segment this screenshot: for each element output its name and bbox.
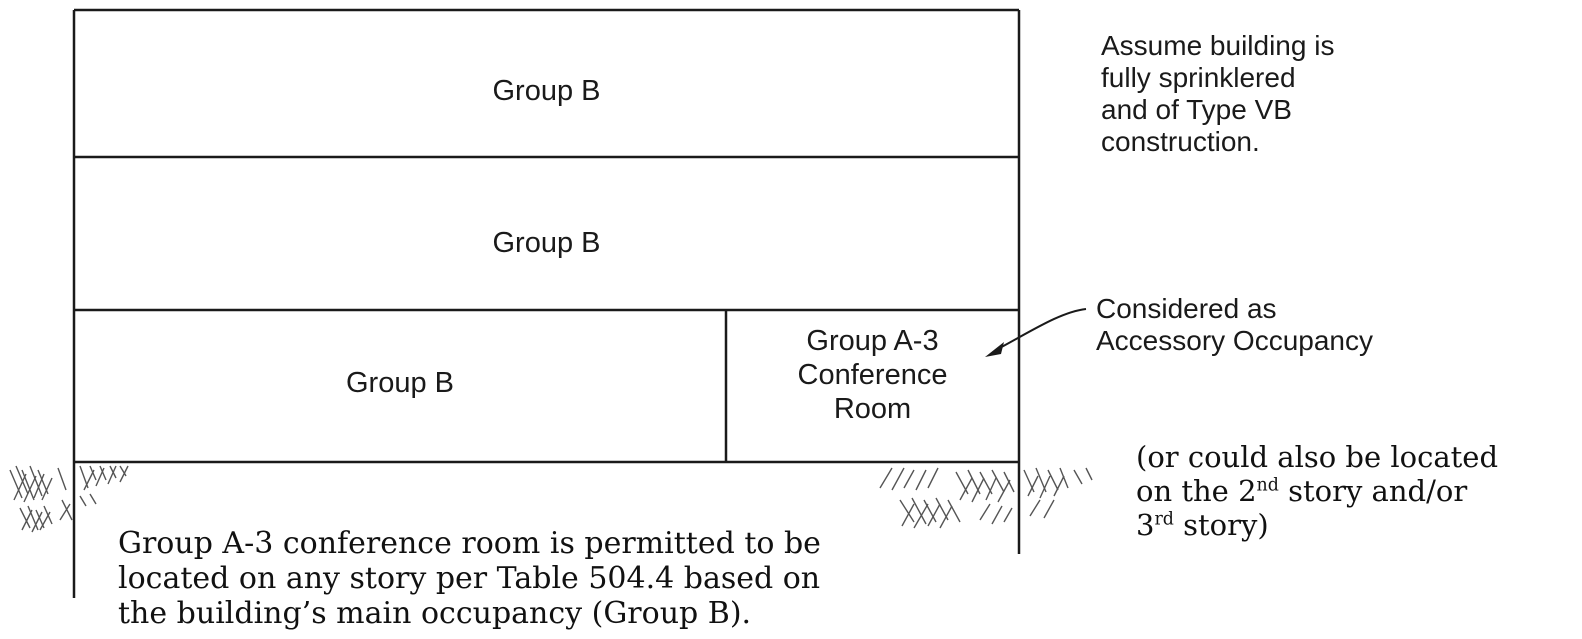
ground-hatch-left	[9, 465, 129, 533]
assumption-line-4: construction.	[1101, 126, 1260, 157]
caption-line-3: the building’s main occupancy (Group B).	[118, 596, 752, 631]
alternate-location-note: (or could also be located on the 2nd sto…	[1136, 440, 1498, 542]
alternate-line-2-a: on the 2	[1136, 474, 1257, 508]
alternate-line-2-b: story and/or	[1278, 474, 1468, 508]
building-outline	[72, 8, 1021, 598]
alternate-line-3-a: 3	[1136, 508, 1155, 542]
second-floor-label: Group B	[492, 227, 601, 259]
alternate-line-3-sup: rd	[1154, 509, 1174, 530]
alternate-line-3-b: story)	[1173, 508, 1269, 542]
callout-arrow	[985, 308, 1087, 357]
caption-line-2: located on any story per Table 504.4 bas…	[118, 561, 821, 596]
caption-line-1: Group A-3 conference room is permitted t…	[118, 526, 821, 561]
callout-line-1: Considered as	[1096, 293, 1277, 324]
conference-room-line-3: Room	[833, 393, 912, 425]
alternate-line-1: (or could also be located	[1136, 440, 1499, 474]
conference-room-label: Group A-3 Conference Room	[726, 324, 1019, 426]
assumption-note: Assume building is fully sprinklered and…	[1101, 30, 1334, 158]
alternate-line-2-sup: nd	[1256, 475, 1279, 496]
conference-room-line-2: Conference	[797, 359, 948, 391]
first-floor-main-label: Group B	[346, 367, 454, 399]
assumption-line-3: and of Type VB	[1101, 94, 1292, 125]
alternate-line-3: 3rd story)	[1136, 508, 1498, 542]
assumption-line-1: Assume building is	[1101, 30, 1335, 61]
callout-line-2: Accessory Occupancy	[1096, 325, 1373, 356]
assumption-line-2: fully sprinklered	[1101, 62, 1296, 93]
alternate-line-2: on the 2nd story and/or	[1136, 474, 1498, 508]
accessory-callout: Considered as Accessory Occupancy	[1096, 293, 1373, 357]
diagram-caption: Group A-3 conference room is permitted t…	[118, 526, 821, 631]
conference-room-line-1: Group A-3	[806, 325, 939, 357]
ground-hatch-right	[879, 467, 1093, 529]
third-floor-label: Group B	[492, 75, 601, 107]
